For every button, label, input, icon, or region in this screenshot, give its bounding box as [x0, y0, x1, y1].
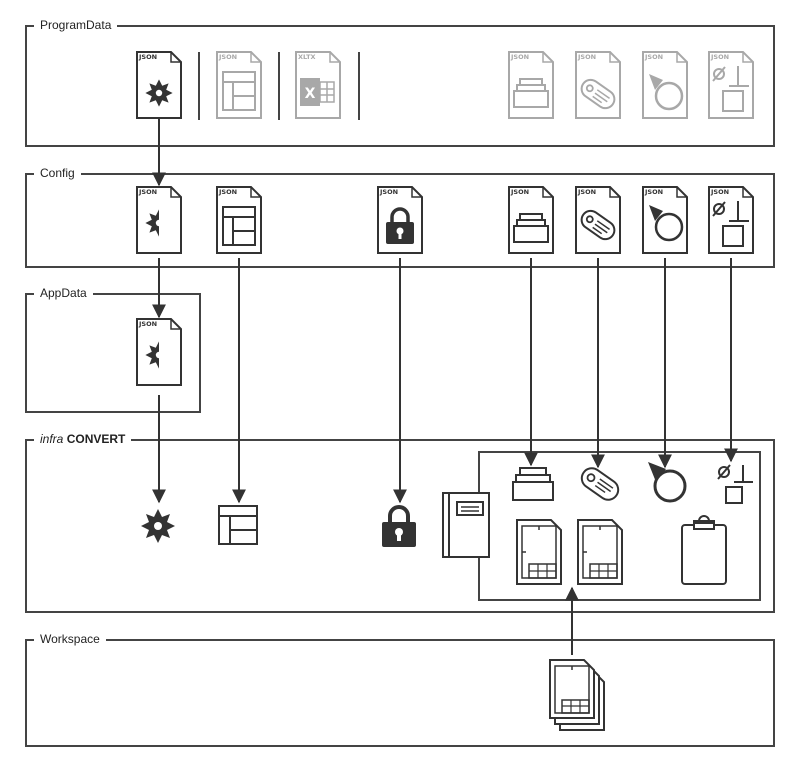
programdata-gear-json-file-icon — [136, 51, 182, 119]
file-type-tag: JSON — [711, 188, 730, 196]
programdata-tray-json-file-icon — [508, 51, 554, 119]
section-label-infraconvert: infra CONVERT — [34, 432, 132, 446]
convert-lock-icon — [382, 505, 416, 547]
convert-tag-icon — [580, 467, 620, 501]
appdata-gear-json-file-icon — [136, 318, 182, 386]
config-marker-json-file-icon — [642, 186, 688, 254]
convert-manual-book-icon — [442, 492, 490, 558]
programdata-tag-json-file-icon — [575, 51, 621, 119]
section-label-appdata: AppData — [34, 286, 93, 300]
convert-tray-icon — [512, 467, 554, 501]
programdata-table-json-file-icon — [216, 51, 262, 119]
programdata-excel-template-file-icon: X — [295, 51, 341, 119]
config-tag-json-file-icon — [575, 186, 621, 254]
file-type-tag: JSON — [578, 188, 597, 196]
file-type-tag: JSON — [645, 188, 664, 196]
config-lock-json-file-icon — [377, 186, 423, 254]
convert-coordinate-icon — [717, 464, 753, 504]
convert-marker-icon — [648, 462, 687, 503]
file-type-tag: JSON — [219, 53, 238, 61]
programdata-marker-json-file-icon — [642, 51, 688, 119]
workspace-frame — [25, 639, 775, 747]
config-gear-json-file-icon — [136, 186, 182, 254]
convert-gear-icon — [141, 509, 175, 543]
file-type-tag: JSON — [645, 53, 664, 61]
section-label-programdata: ProgramData — [34, 18, 118, 32]
convert-drawing-sheet-icon — [516, 519, 562, 585]
appdata-frame — [25, 293, 201, 413]
file-type-tag: JSON — [139, 320, 158, 328]
section-label-config: Config — [34, 166, 81, 180]
convert-drawing-sheet-icon — [577, 519, 623, 585]
programdata-frame — [25, 25, 775, 147]
convert-table-icon — [218, 505, 258, 545]
config-tray-json-file-icon — [508, 186, 554, 254]
file-type-tag: JSON — [711, 53, 730, 61]
file-type-tag: JSON — [511, 188, 530, 196]
infra-name: CONVERT — [66, 432, 126, 446]
programdata-coordinate-json-file-icon — [708, 51, 754, 119]
infra-prefix: infra — [40, 432, 64, 446]
config-coordinate-json-file-icon — [708, 186, 754, 254]
svg-text:X: X — [305, 86, 316, 102]
file-type-tag: JSON — [380, 188, 399, 196]
file-type-tag: JSON — [139, 188, 158, 196]
section-label-workspace: Workspace — [34, 632, 106, 646]
file-type-tag: XLTX — [298, 53, 316, 61]
convert-clipboard-icon — [681, 515, 727, 585]
file-type-tag: JSON — [139, 53, 158, 61]
file-type-tag: JSON — [511, 53, 530, 61]
file-type-tag: JSON — [578, 53, 597, 61]
file-type-tag: JSON — [219, 188, 238, 196]
config-table-json-file-icon — [216, 186, 262, 254]
workspace-drawing-stack-icon — [549, 659, 605, 731]
